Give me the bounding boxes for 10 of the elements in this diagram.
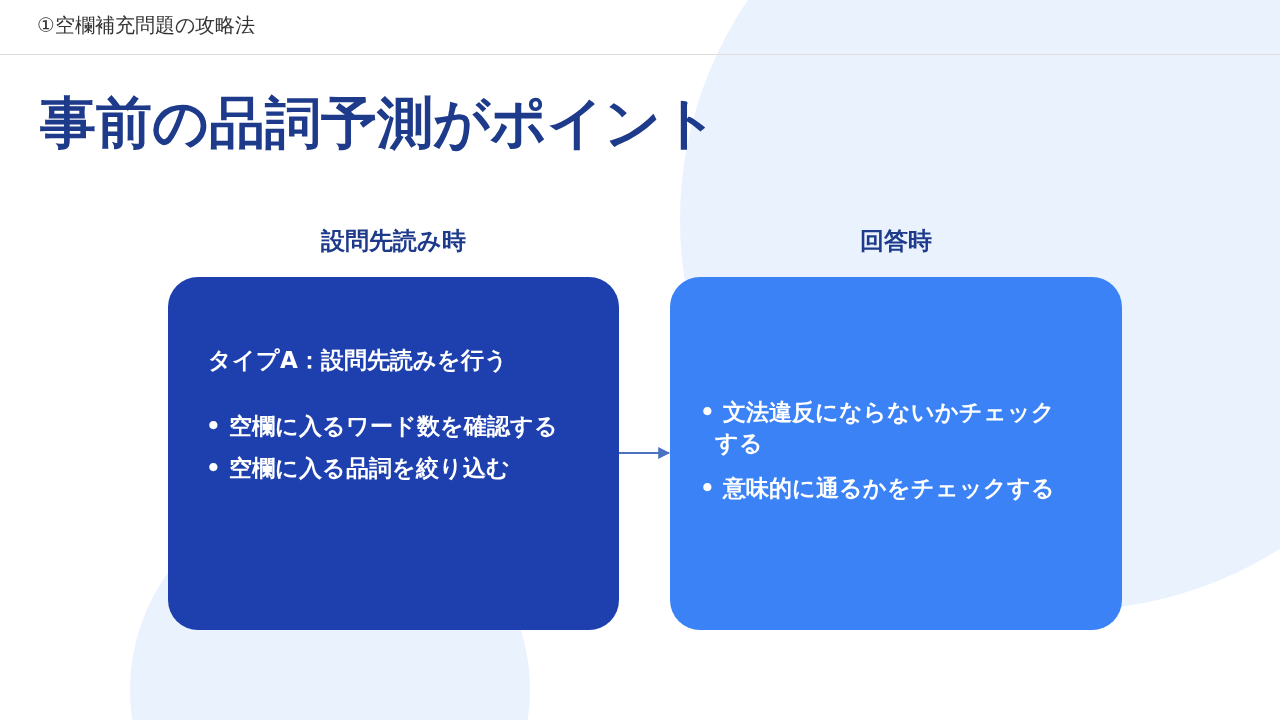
slide-title: 事前の品詞予測がポイント bbox=[40, 89, 718, 157]
box-heading: 回答時 bbox=[859, 226, 933, 257]
bullet-item: • 意味的に通るかをチェックする bbox=[700, 474, 1055, 503]
box-heading: 設問先読み時 bbox=[320, 226, 467, 257]
bullet-item: • 文法違反にならないかチェックする bbox=[700, 398, 1056, 458]
bullet-item: • 空欄に入る品詞を絞り込む bbox=[206, 454, 510, 483]
arrow bbox=[618, 447, 671, 459]
header-text: ①空欄補充問題の攻略法 bbox=[37, 12, 255, 39]
box-subheading: タイプA：設問先読みを行う bbox=[208, 346, 508, 375]
bullet-item: • 空欄に入るワード数を確認する bbox=[206, 412, 558, 441]
